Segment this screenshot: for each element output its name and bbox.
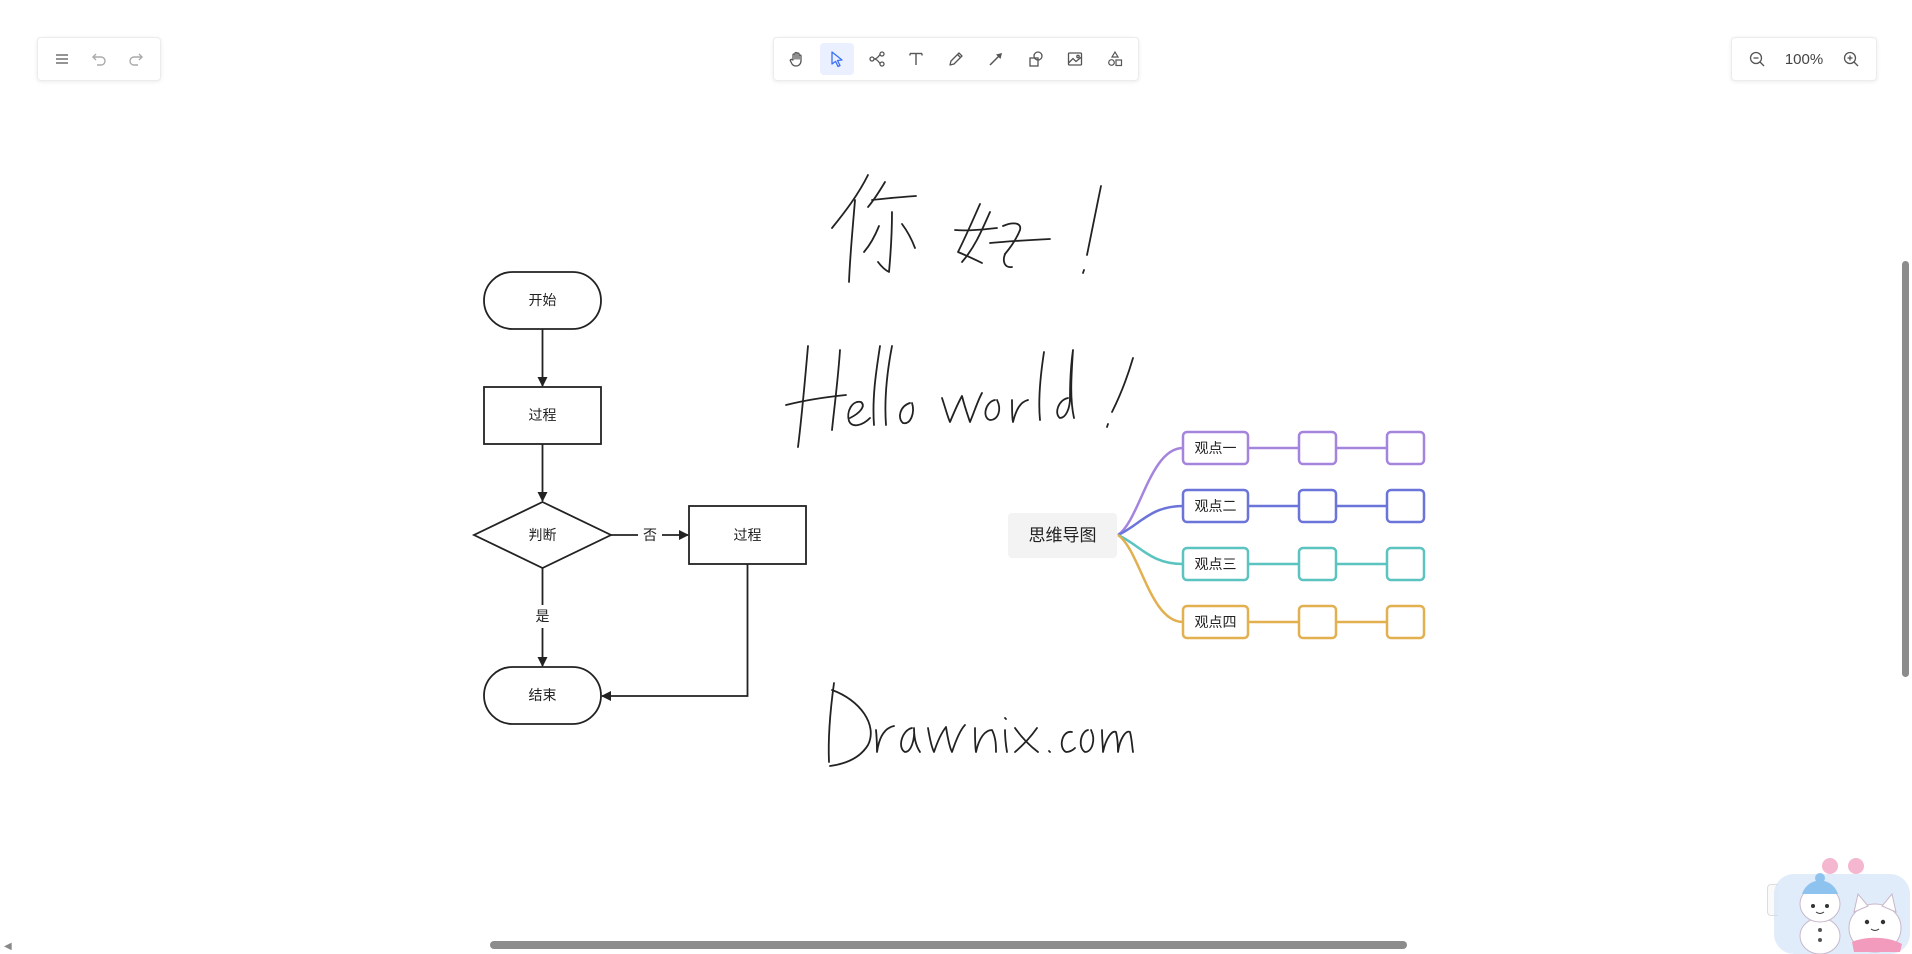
more-shapes-icon [1108,50,1123,67]
mindmap-branch-4[interactable]: 观点四 [1181,604,1426,640]
mindmap-node-label: 观点三 [1195,556,1237,572]
redo-button[interactable] [119,43,153,75]
undo-button[interactable] [82,43,116,75]
scroll-left-arrow-icon[interactable]: ◀ [4,941,12,952]
drawing-toolbar [773,37,1139,81]
text-icon [909,52,923,65]
handwriting-site[interactable] [827,682,1134,767]
hand-icon [789,51,802,67]
zoom-level[interactable]: 100% [1784,50,1824,68]
mascot-cats-icon[interactable] [1770,856,1912,954]
shape-tool-button[interactable] [1019,43,1053,75]
mindmap-root-node[interactable] [1008,513,1117,558]
mindmap-node-label: 观点四 [1195,614,1237,630]
mindmap-icon [868,51,885,67]
mindmap-node-empty[interactable] [1385,604,1426,640]
mindmap-root-label: 思维导图 [1029,526,1097,545]
mindmap-branch-2[interactable]: 观点二 [1181,488,1426,524]
flow-end-label: 结束 [529,687,557,703]
mindmap-node-empty[interactable] [1297,488,1338,524]
zoom-in-icon [1843,51,1859,67]
mindmap-node-empty[interactable] [1297,430,1338,466]
zoom-in-button[interactable] [1834,43,1868,75]
pencil-tool-button[interactable] [939,43,973,75]
handwriting-group[interactable] [785,174,1134,767]
redo-icon [128,53,143,66]
app-toolbar-left [37,37,161,81]
text-tool-button[interactable] [899,43,933,75]
arrow-tool-button[interactable] [979,43,1013,75]
flow-process-label-2: 过程 [734,527,762,543]
flow-start-label: 开始 [529,292,557,308]
horizontal-scrollbar[interactable] [490,941,1407,949]
widget-tab[interactable] [1767,884,1778,916]
handwriting-greeting-cn[interactable] [831,174,1102,283]
flow-process-node-2[interactable] [688,505,807,565]
mindmap-branch-1[interactable]: 观点一 [1181,430,1426,466]
image-icon [1068,52,1083,66]
flowchart[interactable]: 开始 过程 判断 否 过程 是 结束 [471,271,807,725]
more-shapes-button[interactable] [1098,43,1132,75]
mindmap-branch-3[interactable]: 观点三 [1181,546,1426,582]
handwriting-greeting-en[interactable] [785,345,1134,448]
menu-button[interactable] [45,43,79,75]
flow-connector [601,564,749,701]
flow-decision-label: 判断 [529,527,557,543]
menu-icon [56,54,69,64]
select-pointer-icon [831,51,843,68]
arrow-icon [989,53,1002,66]
mindmap-node-empty[interactable] [1297,604,1338,640]
zoom-out-icon [1749,51,1765,67]
mindmap-node-empty[interactable] [1385,488,1426,524]
flow-yes-label: 是 [536,608,550,624]
mindmap-branch-line [1117,533,1184,566]
mindmap[interactable]: 思维导图 观点一 观点二 观点三 [1008,430,1426,640]
shape-icon [1028,51,1043,67]
image-tool-button[interactable] [1058,43,1092,75]
hand-tool-button[interactable] [780,43,814,75]
flow-process-node-1[interactable] [483,386,602,445]
vertical-scrollbar[interactable] [1902,261,1909,677]
mindmap-node-empty[interactable] [1297,546,1338,582]
mindmap-node-label: 观点二 [1195,498,1237,514]
mindmap-node-label: 观点一 [1195,440,1237,456]
mindmap-branch-line [1117,533,1184,624]
flow-no-label: 否 [643,527,657,543]
mindmap-tool-button[interactable] [860,43,894,75]
mindmap-node-empty[interactable] [1385,546,1426,582]
select-tool-button[interactable] [819,43,854,75]
zoom-out-button[interactable] [1740,43,1774,75]
flow-process-label-1: 过程 [529,407,557,423]
mindmap-branch-line [1117,446,1184,537]
mindmap-node-empty[interactable] [1385,430,1426,466]
undo-icon [91,53,106,66]
zoom-toolbar: 100% [1731,37,1877,81]
mindmap-branch-line [1117,504,1184,537]
pencil-icon [949,52,963,66]
